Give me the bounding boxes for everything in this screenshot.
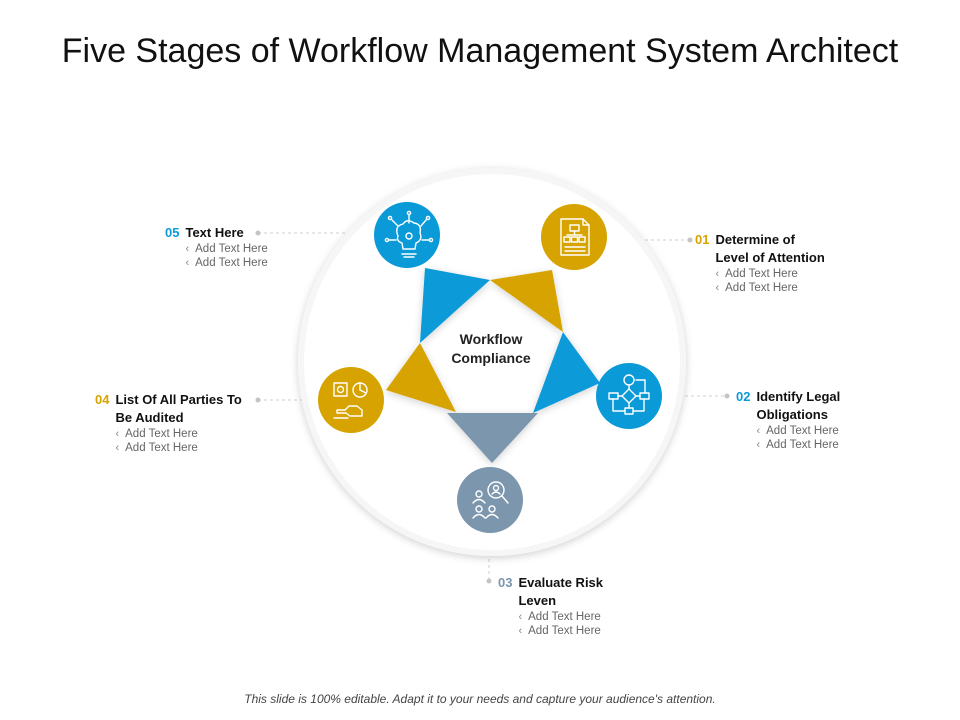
stage-number: 03 — [498, 575, 513, 590]
bullet-item: ‹Add Text Here — [518, 625, 601, 637]
bullet-item: ‹Add Text Here — [115, 442, 198, 454]
stage-title-line: Obligations — [756, 407, 828, 422]
segment-02 — [533, 332, 600, 413]
stage-title-line: Evaluate Risk — [518, 575, 604, 590]
connector-dots — [255, 230, 730, 584]
bullet-item: ‹Add Text Here — [518, 611, 601, 623]
bullet-item: ‹Add Text Here — [185, 243, 268, 255]
flowchart-icon — [608, 374, 650, 415]
stage-title-line: Text Here — [185, 225, 244, 240]
bullet-item: ‹Add Text Here — [756, 439, 839, 451]
bullet-item: ‹Add Text Here — [115, 428, 198, 440]
people-search-icon — [472, 481, 509, 519]
center-label-line2: Compliance — [451, 350, 531, 366]
stage-01-label: 01 Determine of Level of Attention ‹Add … — [695, 231, 875, 295]
center-label-line1: Workflow — [459, 331, 523, 347]
stage-title-line: Leven — [518, 593, 557, 608]
footer-note: This slide is 100% editable. Adapt it to… — [244, 692, 716, 706]
page-title: Five Stages of Workflow Management Syste… — [61, 32, 899, 70]
brain-network-icon — [384, 210, 434, 258]
stage-05-circle — [374, 202, 440, 268]
stage-04-label: 04 List Of All Parties To Be Audited ‹Ad… — [95, 391, 260, 455]
document-org-chart-icon — [560, 218, 590, 256]
gear-chart-handshake-icon — [333, 382, 368, 419]
segment-03 — [447, 413, 538, 463]
stage-title-line: List Of All Parties To — [115, 392, 242, 407]
stage-05-label: 05 Text Here ‹Add Text Here ‹Add Text He… — [165, 224, 305, 270]
segment-05 — [420, 268, 490, 343]
stage-title-line: Identify Legal — [756, 389, 841, 404]
stage-number: 02 — [736, 389, 751, 404]
stage-03-label: 03 Evaluate Risk Leven ‹Add Text Here ‹A… — [498, 574, 668, 638]
bullet-item: ‹Add Text Here — [715, 282, 798, 294]
bullet-item: ‹Add Text Here — [756, 425, 839, 437]
stage-number: 01 — [695, 232, 710, 247]
center-label: Workflow Compliance — [425, 330, 557, 368]
segment-04 — [386, 343, 456, 412]
stage-02-circle — [596, 363, 662, 429]
bullet-item: ‹Add Text Here — [715, 268, 798, 280]
stage-title-line: Determine of — [715, 232, 795, 247]
pentagon-segments — [386, 268, 600, 463]
stage-title-line: Be Audited — [115, 410, 184, 425]
stage-title-line: Level of Attention — [715, 250, 825, 265]
bullet-item: ‹Add Text Here — [185, 257, 268, 269]
stage-number: 05 — [165, 225, 180, 240]
segment-01 — [490, 270, 563, 332]
stage-02-label: 02 Identify Legal Obligations ‹Add Text … — [736, 388, 906, 452]
stage-number: 04 — [95, 392, 110, 407]
stage-03-circle — [457, 467, 523, 533]
stage-04-circle — [318, 367, 384, 433]
